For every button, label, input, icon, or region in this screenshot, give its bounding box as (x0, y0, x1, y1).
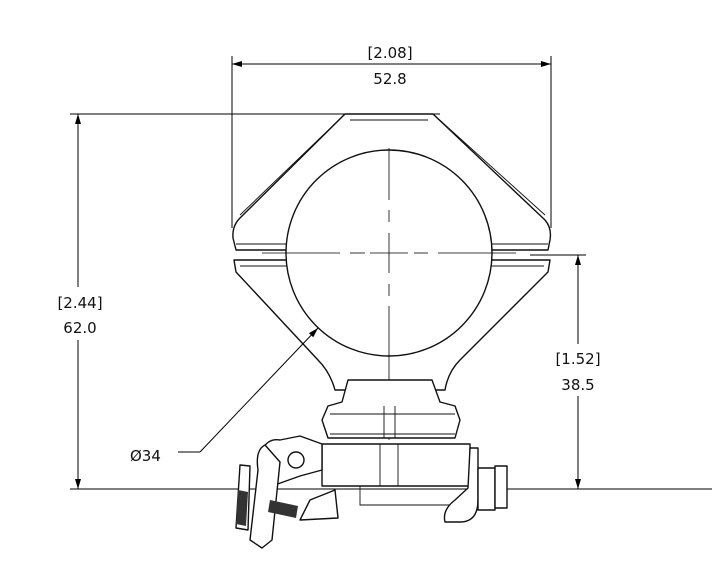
height-dimension: [2.44] 62.0 (57, 113, 712, 490)
diameter-callout: Ø34 (130, 327, 319, 465)
center-height-mm: 38.5 (561, 376, 594, 394)
width-dimension: [2.08] 52.8 (231, 44, 552, 228)
center-height-inches: [1.52] (555, 350, 600, 368)
height-mm: 62.0 (63, 319, 96, 337)
width-inches: [2.08] (367, 44, 412, 62)
width-mm: 52.8 (373, 70, 406, 88)
base-clamp (235, 379, 508, 549)
height-inches: [2.44] (57, 294, 102, 312)
diameter-label: Ø34 (130, 447, 161, 465)
center-height-dimension: [1.52] 38.5 (530, 254, 601, 489)
